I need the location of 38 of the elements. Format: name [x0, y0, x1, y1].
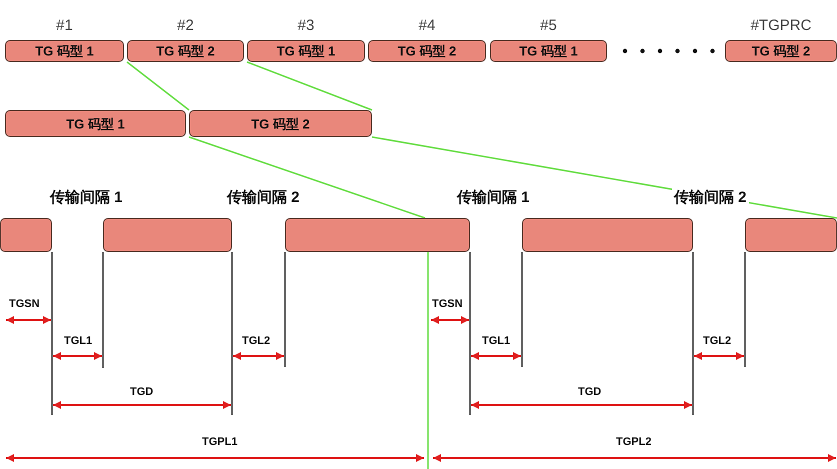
gap-label: 传输间隔 2	[672, 188, 749, 207]
pattern-label: TG 码型 1	[276, 44, 336, 58]
pattern-box	[189, 110, 372, 137]
pattern-label: TG 码型 2	[155, 44, 216, 58]
signal-bar	[103, 218, 232, 252]
pattern-number: #3	[296, 17, 316, 34]
dimension-label: TGPL1	[200, 436, 240, 448]
connector-line	[246, 61, 372, 111]
pattern-label: TG 码型 1	[34, 44, 95, 58]
connector-line	[126, 61, 190, 111]
gap-label: 传输间隔 1	[48, 188, 125, 207]
dimension-label: TGL1	[62, 335, 94, 347]
dimension-label: TGL2	[240, 335, 272, 347]
pattern-box	[5, 110, 186, 137]
pattern-number: #5	[539, 17, 558, 34]
pattern-number: #2	[176, 17, 195, 34]
pattern-number: #1	[55, 17, 74, 34]
gap-label: 传输间隔 1	[455, 188, 532, 207]
signal-bar	[522, 218, 693, 252]
pattern-label: TG 码型 1	[65, 116, 126, 131]
signal-bar	[0, 218, 52, 252]
dimension-label: TGL1	[480, 335, 512, 347]
pattern-label: TG 码型 2	[396, 44, 458, 58]
pattern-number: #4	[418, 17, 436, 34]
dimension-label: TGSN	[7, 298, 42, 310]
gap-label: 传输间隔 2	[225, 188, 302, 207]
signal-bar	[745, 218, 837, 252]
pattern-label: TG 码型 2	[750, 44, 812, 58]
connector-line	[188, 136, 426, 219]
pattern-label: TG 码型 2	[250, 116, 311, 131]
dimension-label: TGL2	[701, 335, 734, 347]
pattern-label: TG 码型 1	[518, 44, 579, 58]
dimension-label: TGSN	[430, 298, 465, 310]
dimension-label: TGD	[128, 386, 156, 398]
dimension-label: TGPL2	[614, 436, 654, 448]
pattern-number: #TGPRC	[750, 17, 812, 34]
dimension-label: TGD	[576, 386, 604, 398]
signal-bar	[285, 218, 470, 252]
